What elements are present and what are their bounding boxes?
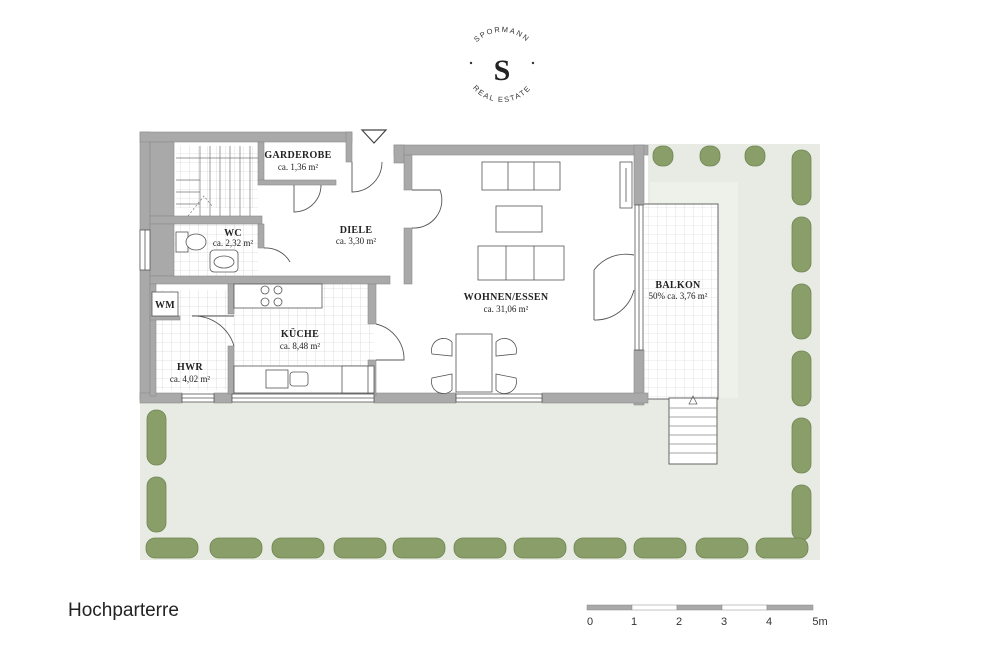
room-area-balkon: 50% ca. 3,76 m² xyxy=(649,291,708,301)
wc-fixtures xyxy=(175,231,239,273)
room-area-diele: ca. 3,30 m² xyxy=(336,236,376,246)
logo-monogram: S xyxy=(494,54,511,87)
room-name-kueche: KÜCHE xyxy=(281,327,319,340)
scale-tick-1: 1 xyxy=(631,616,637,628)
scale-tick-4: 4 xyxy=(766,616,772,628)
company-logo: SPORMANN REAL ESTATE S xyxy=(469,25,535,104)
room-name-balkon: BALKON xyxy=(655,280,701,291)
scale-tick-5: 5m xyxy=(812,616,827,628)
room-area-wohnen: ca. 31,06 m² xyxy=(484,304,529,314)
staircase xyxy=(176,146,258,217)
room-name-garderobe: GARDEROBE xyxy=(264,150,331,161)
room-name-wohnen: WOHNEN/ESSEN xyxy=(464,292,549,303)
floor-label: Hochparterre xyxy=(68,600,179,621)
room-name-diele: DIELE xyxy=(340,225,373,236)
scale-tick-3: 3 xyxy=(721,616,727,628)
balcony xyxy=(631,203,719,465)
scale-tick-0: 0 xyxy=(587,616,593,628)
scale-tick-2: 2 xyxy=(676,616,682,628)
kitchen-fixtures xyxy=(233,283,375,394)
room-area-kueche: ca. 8,48 m² xyxy=(280,341,320,351)
room-area-garderobe: ca. 1,36 m² xyxy=(278,162,318,172)
room-labels: GARDEROBE ca. 1,36 m² WC ca. 2,32 m² DIE… xyxy=(155,150,708,384)
room-area-wc: ca. 2,32 m² xyxy=(213,238,253,248)
room-name-wm: WM xyxy=(155,300,175,311)
building: GARDEROBE ca. 1,36 m² WC ca. 2,32 m² DIE… xyxy=(139,129,708,406)
room-area-hwr: ca. 4,02 m² xyxy=(170,374,210,384)
room-name-hwr: HWR xyxy=(177,362,203,373)
hedges xyxy=(145,145,812,559)
logo-brand-text: SPORMANN xyxy=(472,25,532,44)
living-furniture xyxy=(431,161,633,394)
entrance-arrow xyxy=(360,129,388,144)
scale-bar: 0 1 2 3 4 5m xyxy=(586,604,828,628)
room-name-wc: WC xyxy=(224,228,242,239)
